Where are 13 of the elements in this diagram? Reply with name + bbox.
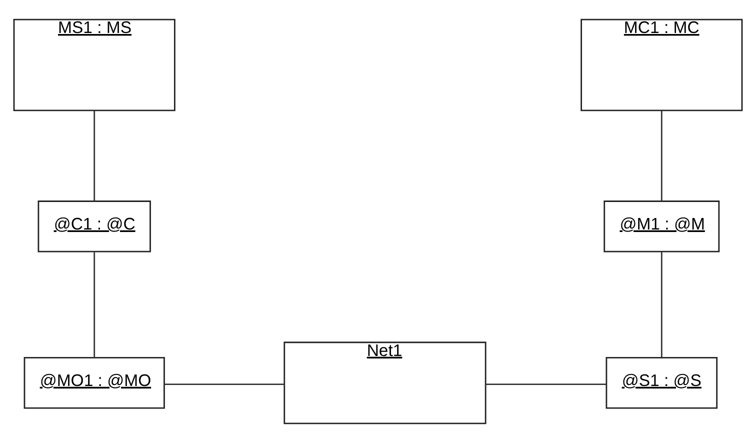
node-box: MC1 : MC xyxy=(580,18,743,111)
connector xyxy=(94,252,96,358)
connector xyxy=(164,383,284,384)
connector xyxy=(660,251,662,357)
node-box: @MO1 : @MO xyxy=(24,356,165,408)
node-box: @C1 : @C xyxy=(38,200,151,252)
node-box: @M1 : @M xyxy=(604,200,720,252)
node-box: Net1 xyxy=(284,341,486,424)
connector xyxy=(660,110,662,201)
node-box: MS1 : MS xyxy=(13,18,176,111)
connector xyxy=(486,383,606,384)
connector xyxy=(94,110,96,201)
node-box: @S1 : @S xyxy=(606,356,718,408)
